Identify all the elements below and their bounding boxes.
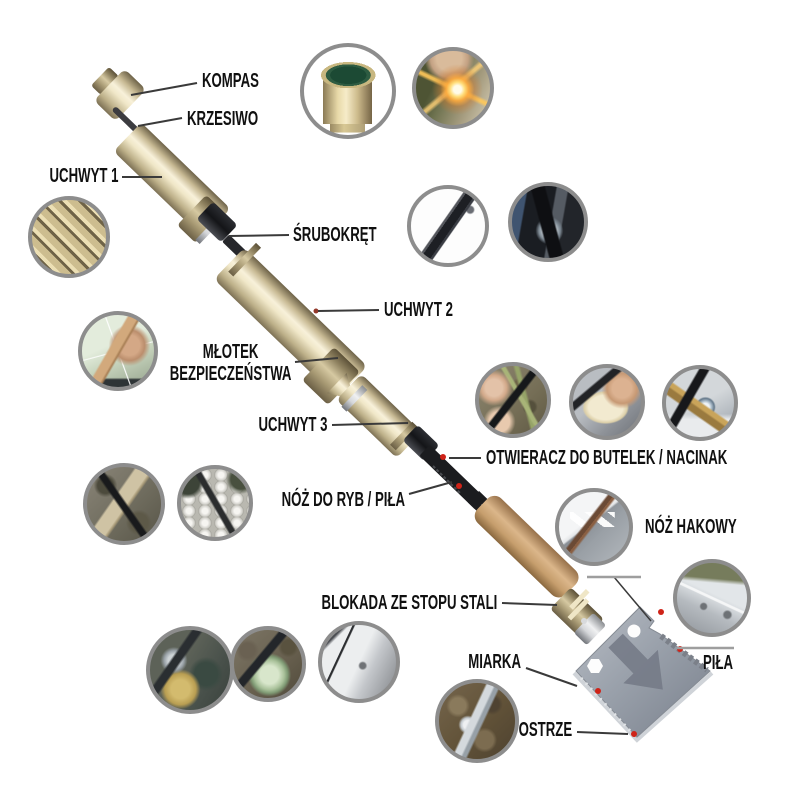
label-uchwyt-1: UCHWYT 1 <box>49 165 118 187</box>
part-lock-collar <box>551 588 605 645</box>
fish-scaling-photo-inset <box>177 465 253 541</box>
label-kompas: KOMPAS <box>202 70 259 92</box>
knife-on-stone-photo-inset <box>230 626 306 702</box>
part-compass-cap <box>92 68 144 119</box>
label-krzesiwo: KRZESIWO <box>187 108 259 130</box>
screwdriver-use-photo-inset <box>508 182 588 262</box>
label-mlotek-line1: MŁOTEK <box>202 341 258 363</box>
label-ostrze: OSTRZE <box>518 719 572 741</box>
bottle-opening-photo-inset <box>662 365 738 441</box>
steel-plate-photo-inset <box>318 621 400 703</box>
part-fish-knife-saw <box>404 426 493 516</box>
carving-photo-inset <box>569 364 645 440</box>
part-wooden-grip <box>474 495 579 598</box>
screwdriver-bit-photo-inset <box>407 185 489 267</box>
part-handle-3 <box>338 376 420 456</box>
leader-lines <box>122 82 652 735</box>
leader-lines-gray <box>587 575 734 650</box>
notching-photo-inset <box>475 362 551 438</box>
compass-photo-inset <box>300 43 396 139</box>
part-shovel-head <box>572 606 714 743</box>
safety-hammer-photo-inset <box>78 311 158 391</box>
label-mlotek-line2: BEZPIECZEŃSTWA <box>169 363 291 386</box>
saw-teeth-photo-inset <box>555 488 633 566</box>
label-uchwyt-2: UCHWYT 2 <box>384 299 453 321</box>
sawing-branch-photo-inset <box>83 463 165 545</box>
marker-dots <box>313 308 683 737</box>
fire-striker-photo-inset <box>412 47 494 129</box>
label-srubokret: ŚRUBOKRĘT <box>293 224 377 246</box>
label-pila: PIŁA <box>703 652 734 674</box>
digging-photo-inset <box>435 679 519 763</box>
label-miarka: MIARKA <box>468 651 521 673</box>
hook-knife-photo-inset <box>146 626 234 714</box>
label-otwieracz-do-butelek-nacinak: OTWIERACZ DO BUTELEK / NACINAK <box>486 447 728 469</box>
label-blokada-ze-stopu-stali: BLOKADA ZE STOPU STALI <box>321 592 497 614</box>
label-noz-hakowy: NÓŻ HAKOWY <box>645 516 737 538</box>
shovel-edge-photo-inset <box>673 559 751 637</box>
label-noz-do-ryb-pila: NÓŻ DO RYB / PIŁA <box>281 489 405 511</box>
knurled-grip-photo-inset <box>28 196 110 278</box>
label-uchwyt-3: UCHWYT 3 <box>258 414 327 436</box>
